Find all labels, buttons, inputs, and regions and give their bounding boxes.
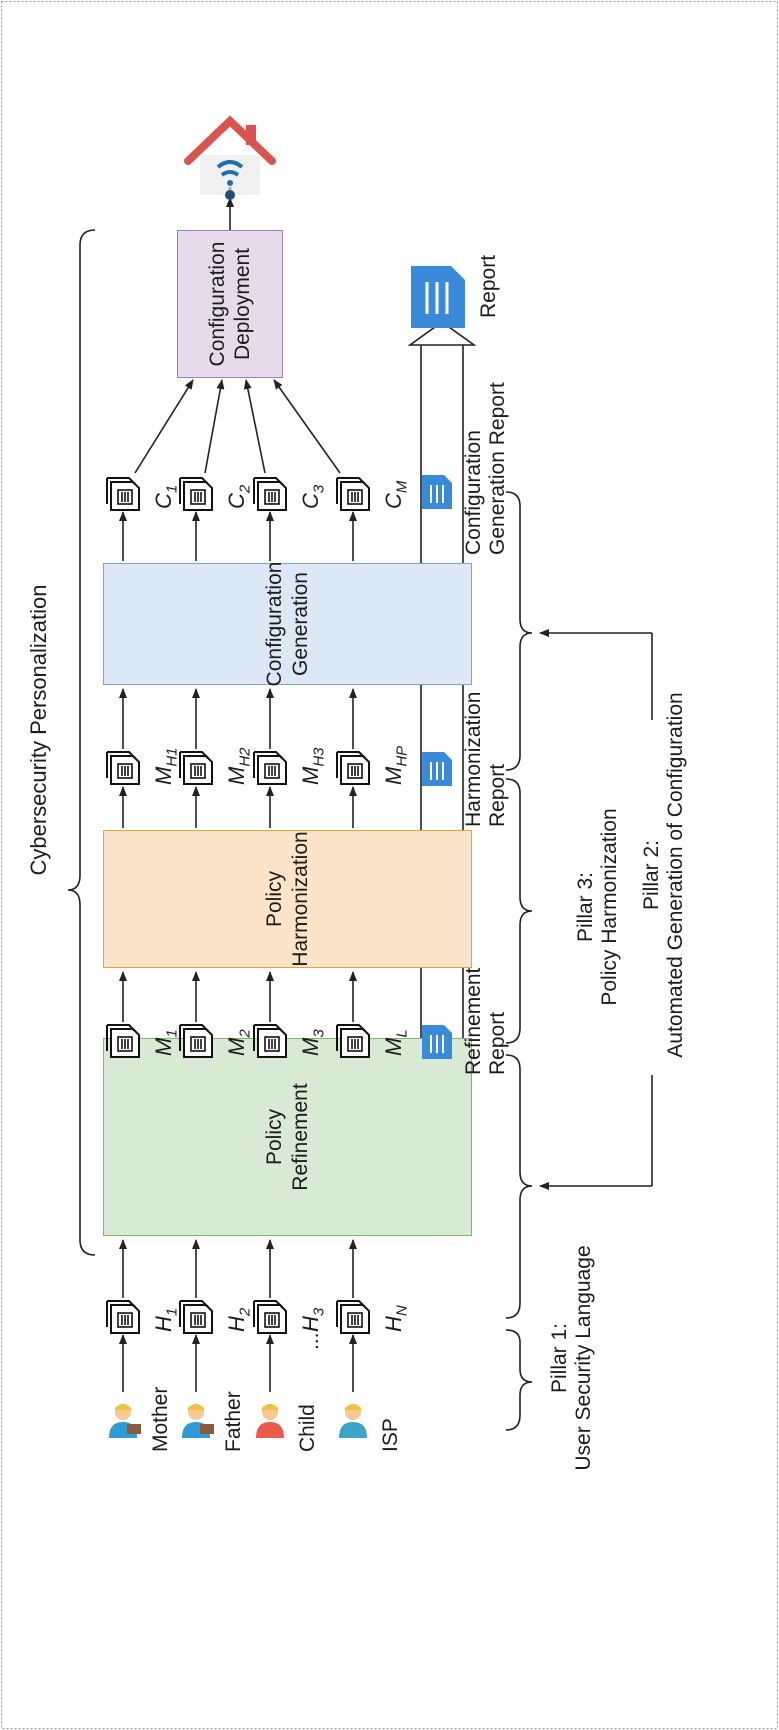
person-icon <box>339 1404 367 1438</box>
diagram-title: Cybersecurity Personalization <box>26 584 51 876</box>
document-icon <box>179 751 213 785</box>
config-generation: Configuration Generation <box>103 561 472 687</box>
configuration-label: C3 <box>298 484 328 509</box>
harmonized-policy-label: MH1 <box>151 747 181 785</box>
policy-refinement-box: Policy Refinement <box>103 1038 472 1236</box>
refined-policy-label: M3 <box>298 1029 328 1056</box>
generation-report-label: Configuration Generation Report <box>462 382 510 555</box>
document-icon <box>179 1024 213 1058</box>
report-icon <box>422 752 452 786</box>
document-icon <box>253 1024 287 1058</box>
actor-label: Mother <box>149 1386 172 1452</box>
document-icon <box>179 1300 213 1334</box>
harmonized-policy-label: MH3 <box>298 747 328 785</box>
document-icon <box>253 1300 287 1334</box>
refinement-report-label: Refinement Report <box>462 967 510 1075</box>
policy-refinement-label: Policy Refinement <box>263 1083 312 1191</box>
document-icon <box>179 477 213 511</box>
pillar-2-label: Pillar 2: Automated Generation of Config… <box>640 692 688 1058</box>
document-icon <box>106 1300 140 1334</box>
ellipsis-label: ... <box>300 1332 323 1350</box>
report-icon <box>411 266 465 328</box>
report-icon <box>422 475 452 509</box>
document-icon <box>336 1024 370 1058</box>
person-icon <box>256 1404 284 1438</box>
harmonized-policy-label: MHP <box>381 745 411 785</box>
user-policy-label: HN <box>381 1305 411 1332</box>
configuration-generation-label: Configuration Generation <box>263 561 312 687</box>
document-icon <box>336 477 370 511</box>
deployment-arrow <box>134 379 194 474</box>
configuration-label: C1 <box>151 484 181 509</box>
report-icon <box>422 1025 452 1059</box>
configuration-deployment-label: Configuration Deployment <box>205 241 254 367</box>
harmonized-policy-label: MH2 <box>224 747 254 785</box>
document-icon <box>106 1024 140 1058</box>
refined-policy-label: M1 <box>151 1029 181 1056</box>
document-icon <box>106 477 140 511</box>
generation-bracket <box>505 491 533 771</box>
refined-policy-label: M2 <box>224 1029 254 1056</box>
harmonization-bracket <box>505 778 533 1044</box>
configuration-deployment-box: Configuration Deployment <box>177 230 283 378</box>
pillar-1-bracket <box>505 1329 533 1431</box>
person-icon <box>109 1404 141 1438</box>
user-policy-label: H3 <box>298 1307 328 1332</box>
user-policy-label: H1 <box>151 1307 181 1332</box>
document-icon <box>106 751 140 785</box>
actor-label: Child <box>296 1404 319 1452</box>
policy-harmonization-label: Policy Harmonization <box>263 831 312 967</box>
refinement-bracket <box>505 1054 533 1319</box>
document-icon <box>253 477 287 511</box>
harmonization-report-label: Harmonization Report <box>462 691 510 827</box>
actor-label: ISP <box>379 1418 402 1452</box>
policy-harmonization-box: Policy Harmonization <box>103 830 472 968</box>
actor-label: Father <box>222 1391 245 1452</box>
pillar-1-label: Pillar 1: User Security Language <box>548 1245 596 1471</box>
personalization-bracket <box>67 229 96 1256</box>
configuration-label: C2 <box>224 484 254 509</box>
deployment-arrow <box>204 379 225 474</box>
deployment-arrow <box>273 379 341 474</box>
refined-policy-label: ML <box>381 1029 411 1056</box>
document-icon <box>336 751 370 785</box>
document-icon <box>253 751 287 785</box>
configuration-label: CM <box>381 480 411 509</box>
pillar-3-label: Pillar 3: Policy Harmonization <box>574 808 622 1006</box>
person-icon <box>182 1404 214 1438</box>
report-arrow-head <box>407 321 477 346</box>
user-policy-label: H2 <box>224 1307 254 1332</box>
document-icon <box>336 1300 370 1334</box>
smart-home-icon <box>184 115 276 200</box>
deployment-arrow <box>243 379 266 474</box>
final-report-label: Report <box>477 254 500 318</box>
